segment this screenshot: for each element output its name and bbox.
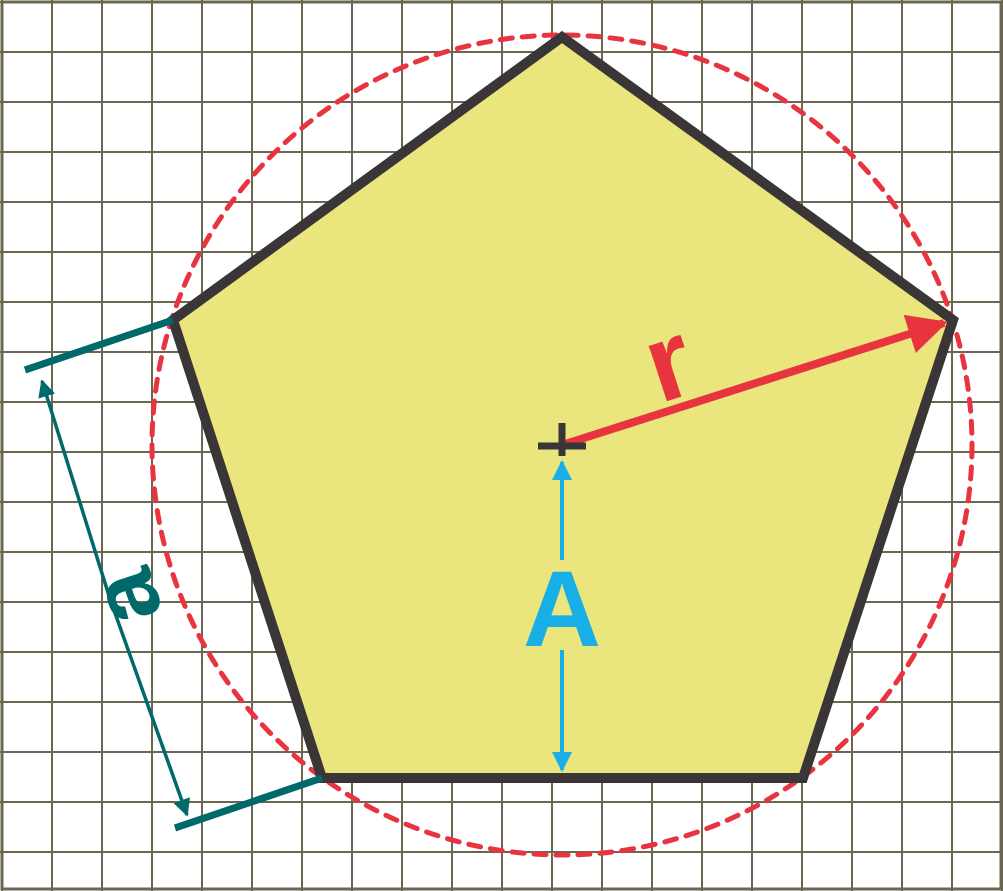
apothem-label: A	[523, 548, 601, 669]
extension-line-bottom	[173, 774, 324, 832]
pentagon	[167, 30, 959, 783]
circumscribed-circle	[149, 32, 975, 858]
side-arrow-up	[38, 379, 112, 600]
radius-arrow	[560, 314, 948, 449]
apothem-dimension: A	[523, 460, 601, 772]
side-arrow-down	[108, 598, 190, 817]
extension-line-top	[23, 316, 175, 374]
center-cross-icon	[538, 423, 586, 456]
